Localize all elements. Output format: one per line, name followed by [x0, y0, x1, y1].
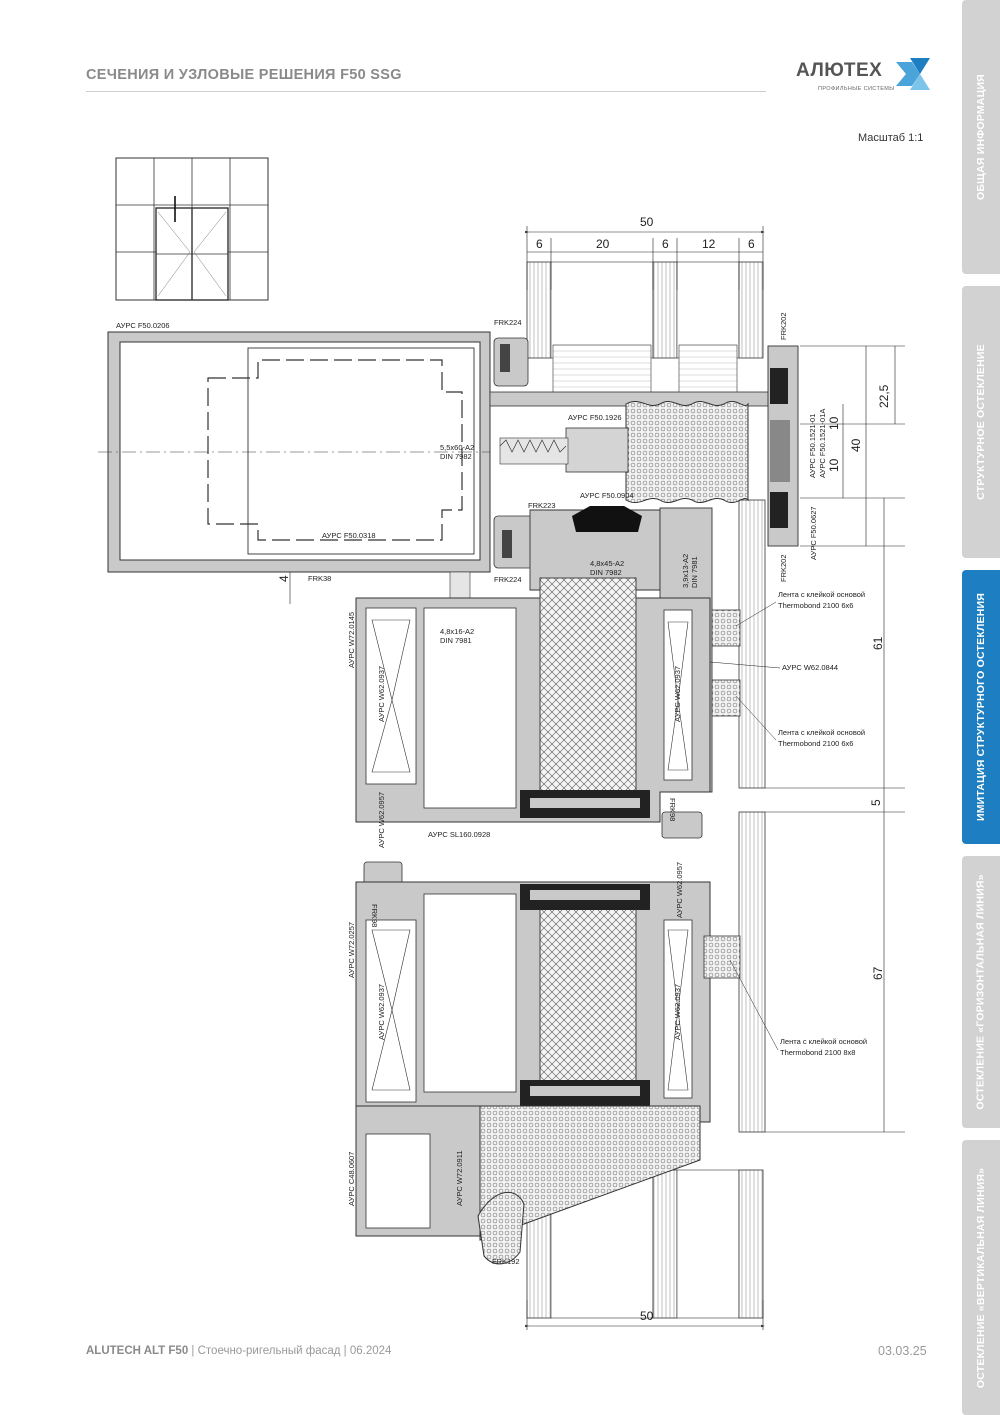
dimensions-bottom: 50 — [525, 1300, 765, 1330]
dim-top-part: 6 — [748, 237, 755, 251]
label-w62-0937-b: АУРС W62.0937 — [673, 666, 682, 722]
glass-pane-right — [738, 499, 766, 1133]
dimensions-right: 22,5 10 10 40 61 5 67 4 — [277, 345, 905, 1133]
label-tape2-a: Лента с клейкой основой — [778, 728, 865, 737]
label-w62-0937-d: АУРС W62.0937 — [673, 984, 682, 1040]
label-w62-0957-b: АУРС W62.0957 — [675, 862, 684, 918]
label-din-7982-a: DIN 7982 — [440, 452, 472, 461]
sidebar-tab-horizontal[interactable]: ОСТЕКЛЕНИЕ «ГОРИЗОНТАЛЬНАЯ ЛИНИЯ» — [962, 856, 1000, 1128]
leader-lines — [709, 601, 781, 1051]
sidebar-tab-label: ОСТЕКЛЕНИЕ «ГОРИЗОНТАЛЬНАЯ ЛИНИЯ» — [975, 874, 987, 1110]
header-divider — [86, 91, 766, 92]
gasket-frk98 — [363, 811, 703, 891]
label-tape1-b: Thermobond 2100 6х6 — [778, 601, 853, 610]
sidebar-tab-label: ИМИТАЦИЯ СТРУКТУРНОГО ОСТЕКЛЕНИЯ — [975, 592, 987, 822]
glass-unit-upper — [526, 261, 764, 398]
mullion-profile — [98, 331, 491, 573]
section-sidebar: ОБЩАЯ ИНФОРМАЦИЯ СТРУКТУРНОЕ ОСТЕКЛЕНИЕ … — [962, 0, 1000, 1415]
label-c48-0607: АУРС C48.0607 — [347, 1152, 356, 1206]
dim-top-part: 12 — [702, 237, 716, 251]
label-frk98-b: FRK98 — [370, 904, 379, 927]
label-w72-0911: АУРС W72.0911 — [455, 1151, 464, 1207]
sidebar-tab-label: ОСТЕКЛЕНИЕ «ВЕРТИКАЛЬНАЯ ЛИНИЯ» — [975, 1167, 987, 1388]
dim-top-part: 20 — [596, 237, 610, 251]
label-frk224-bot: FRK224 — [494, 575, 522, 584]
label-f50-0206: АУРС F50.0206 — [116, 321, 170, 330]
label-screw-39x13: 3,9х13-А2 — [681, 554, 690, 588]
sidebar-tab-imitation[interactable]: ИМИТАЦИЯ СТРУКТУРНОГО ОСТЕКЛЕНИЯ — [962, 570, 1000, 844]
scale-label: Масштаб 1:1 — [858, 132, 924, 144]
label-f50-1521-01: АУРС F50.1521-01 — [808, 414, 817, 478]
label-w62-0937-a: АУРС W62.0937 — [377, 666, 386, 722]
dim-top-part: 6 — [536, 237, 543, 251]
label-w72-0145: АУРС W72.0145 — [347, 612, 356, 668]
label-screw-48x45: 4,8х45-А2 — [590, 559, 624, 568]
sidebar-tab-vertical[interactable]: ОСТЕКЛЕНИЕ «ВЕРТИКАЛЬНАЯ ЛИНИЯ» — [962, 1140, 1000, 1415]
dim-right: 67 — [871, 966, 885, 980]
dim-top-total: 50 — [640, 215, 654, 229]
dim-right: 5 — [869, 799, 883, 806]
label-w62-0844: АУРС W62.0844 — [782, 663, 838, 672]
dim-top-part: 6 — [662, 237, 669, 251]
dim-right: 61 — [871, 636, 885, 650]
sidebar-tab-structural[interactable]: СТРУКТУРНОЕ ОСТЕКЛЕНИЕ — [962, 286, 1000, 558]
dim-bottom-total: 50 — [640, 1309, 654, 1323]
dim-right: 22,5 — [877, 384, 891, 408]
label-frk202-top: FRK202 — [779, 312, 788, 340]
dim-gap: 4 — [277, 575, 291, 582]
label-f50-0627: АУРС F50.0627 — [809, 506, 818, 560]
sidebar-tab-label: СТРУКТУРНОЕ ОСТЕКЛЕНИЕ — [975, 344, 988, 500]
label-f50-0318: АУРС F50.0318 — [322, 531, 376, 540]
elevation-thumbnail — [115, 157, 269, 301]
sash-lower — [355, 881, 711, 1123]
dim-right: 40 — [849, 438, 863, 452]
label-screw-55x60: 5,5х60-А2 — [440, 443, 474, 452]
label-frk192: FRK192 — [492, 1257, 520, 1266]
section-drawing: 50 6 20 6 12 6 50 22,5 10 10 40 61 5 67 — [98, 157, 905, 1330]
label-din-7981-b: DIN 7981 — [440, 636, 472, 645]
label-frk38: FRK38 — [308, 574, 331, 583]
label-f50-1521-01a: АУРС F50.1521-01А — [818, 409, 827, 478]
label-din-7981-a: DIN 7981 — [690, 556, 699, 588]
footer-product: ALUTECH ALT F50 — [86, 1345, 189, 1357]
label-f50-0904: АУРС F50.0904 — [580, 491, 634, 500]
brand-logo: АЛЮТЕХ ПРОФИЛЬНЫЕ СИСТЕМЫ — [796, 58, 936, 98]
label-frk98-a: FRK98 — [668, 798, 677, 821]
dimensions-top: 50 6 20 6 12 6 — [525, 215, 765, 290]
part-labels: АУРС F50.0206 FRK224 FRK202 АУРС F50.192… — [116, 312, 867, 1266]
pressure-assembly — [489, 345, 799, 547]
thermobond-tapes — [703, 609, 741, 979]
label-frk223: FRK223 — [528, 501, 556, 510]
footer-info: | Стоечно-ригельный фасад | 06.2024 — [188, 1345, 392, 1357]
label-sl160-0928: АУРС SL160.0928 — [428, 830, 490, 839]
label-f50-1926: АУРС F50.1926 — [568, 413, 622, 422]
logo-mark-icon — [896, 58, 930, 90]
label-tape2-b: Thermobond 2100 6х6 — [778, 739, 853, 748]
logo-wordmark: АЛЮТЕХ — [796, 60, 883, 81]
label-w62-0937-c: АУРС W62.0937 — [377, 984, 386, 1040]
label-frk224-top: FRK224 — [494, 318, 522, 327]
label-w62-0957-a: АУРС W62.0957 — [377, 792, 386, 848]
page-title: СЕЧЕНИЯ И УЗЛОВЫЕ РЕШЕНИЯ F50 SSG — [86, 67, 402, 83]
label-tape3-b: Thermobond 2100 8х8 — [780, 1048, 855, 1057]
label-tape3-a: Лента с клейкой основой — [780, 1037, 867, 1046]
label-frk202-mid: FRK202 — [779, 554, 788, 582]
sidebar-tab-label: ОБЩАЯ ИНФОРМАЦИЯ — [975, 74, 988, 200]
label-screw-48x16: 4,8х16-А2 — [440, 627, 474, 636]
label-din-7982-b: DIN 7982 — [590, 568, 622, 577]
dim-right: 10 — [827, 416, 841, 430]
footer-date: 03.03.25 — [878, 1344, 927, 1358]
dim-right: 10 — [827, 458, 841, 472]
footer-product-line: ALUTECH ALT F50 | Стоечно-ригельный фаса… — [86, 1345, 391, 1357]
label-tape1-a: Лента с клейкой основой — [778, 590, 865, 599]
label-w72-0257: АУРС W72.0257 — [347, 922, 356, 978]
bottom-transom — [355, 1105, 701, 1265]
sash-upper — [355, 577, 711, 823]
sidebar-tab-general[interactable]: ОБЩАЯ ИНФОРМАЦИЯ — [962, 0, 1000, 274]
gasket-frk224-top — [493, 337, 529, 387]
logo-tagline: ПРОФИЛЬНЫЕ СИСТЕМЫ — [818, 86, 895, 92]
